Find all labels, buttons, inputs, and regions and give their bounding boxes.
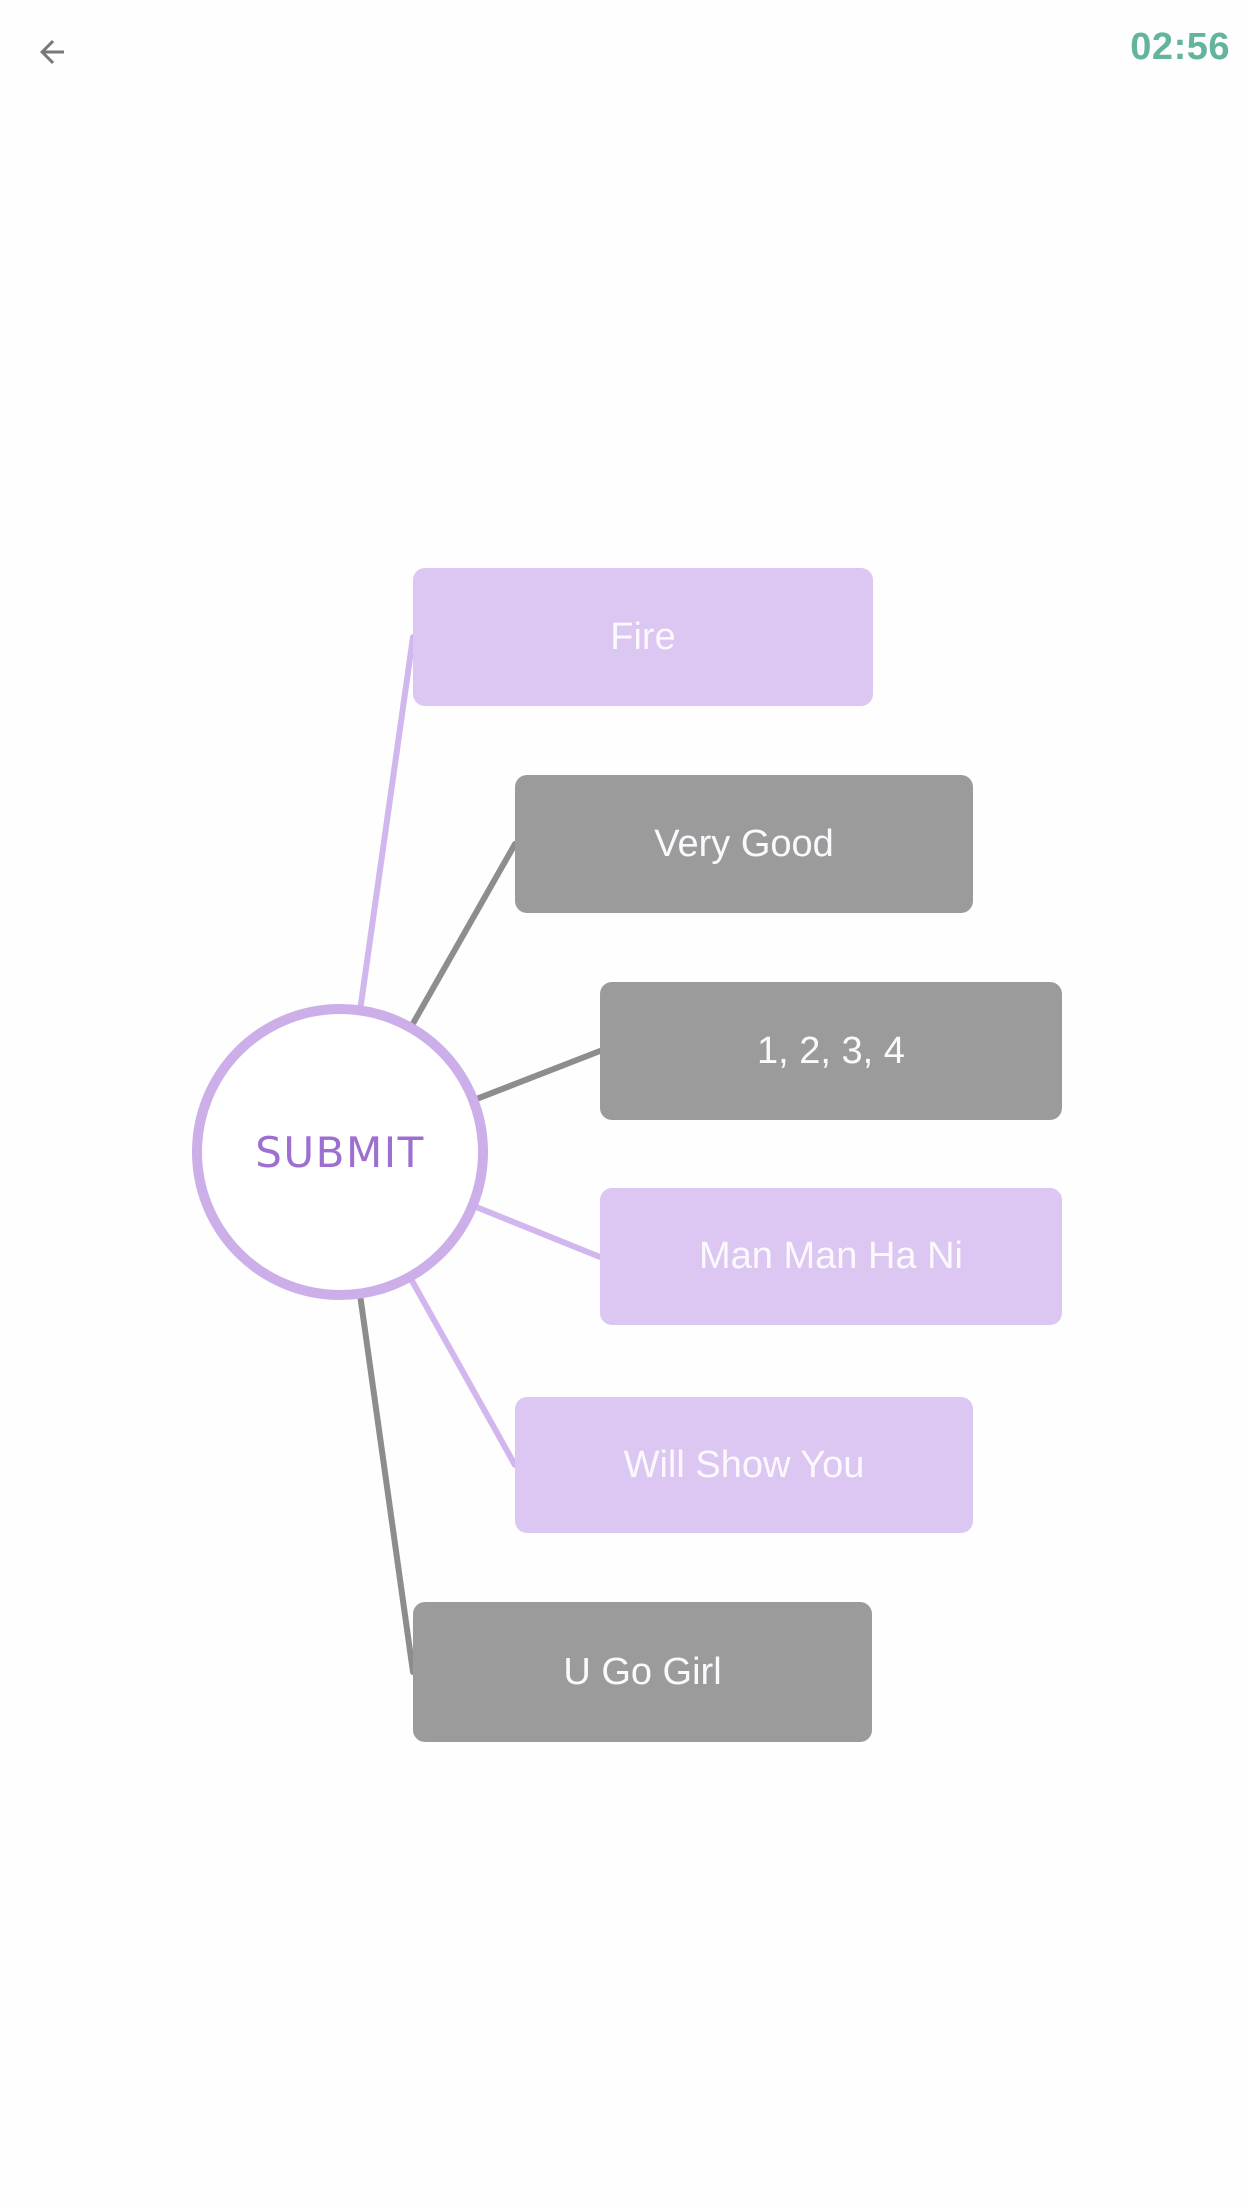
answer-label: Very Good bbox=[654, 822, 834, 865]
answer-label: U Go Girl bbox=[563, 1650, 722, 1693]
submit-button[interactable]: SUBMIT bbox=[192, 1004, 488, 1300]
answer-label: Fire bbox=[610, 615, 676, 658]
back-button[interactable] bbox=[24, 24, 80, 80]
answer-node-will-show-you[interactable]: Will Show You bbox=[515, 1397, 973, 1533]
answer-node-u-go-girl[interactable]: U Go Girl bbox=[413, 1602, 872, 1742]
answer-node-fire[interactable]: Fire bbox=[413, 568, 873, 706]
submit-label: SUBMIT bbox=[255, 1127, 425, 1177]
countdown-timer: 02:56 bbox=[1130, 26, 1230, 68]
answer-label: Will Show You bbox=[623, 1443, 865, 1486]
answer-node-1-2-3-4[interactable]: 1, 2, 3, 4 bbox=[600, 982, 1062, 1120]
answer-node-very-good[interactable]: Very Good bbox=[515, 775, 973, 913]
back-arrow-icon bbox=[40, 40, 64, 64]
answer-label: 1, 2, 3, 4 bbox=[757, 1029, 905, 1072]
answer-label: Man Man Ha Ni bbox=[699, 1235, 963, 1277]
answer-node-man-man-ha-ni[interactable]: Man Man Ha Ni bbox=[600, 1188, 1062, 1325]
